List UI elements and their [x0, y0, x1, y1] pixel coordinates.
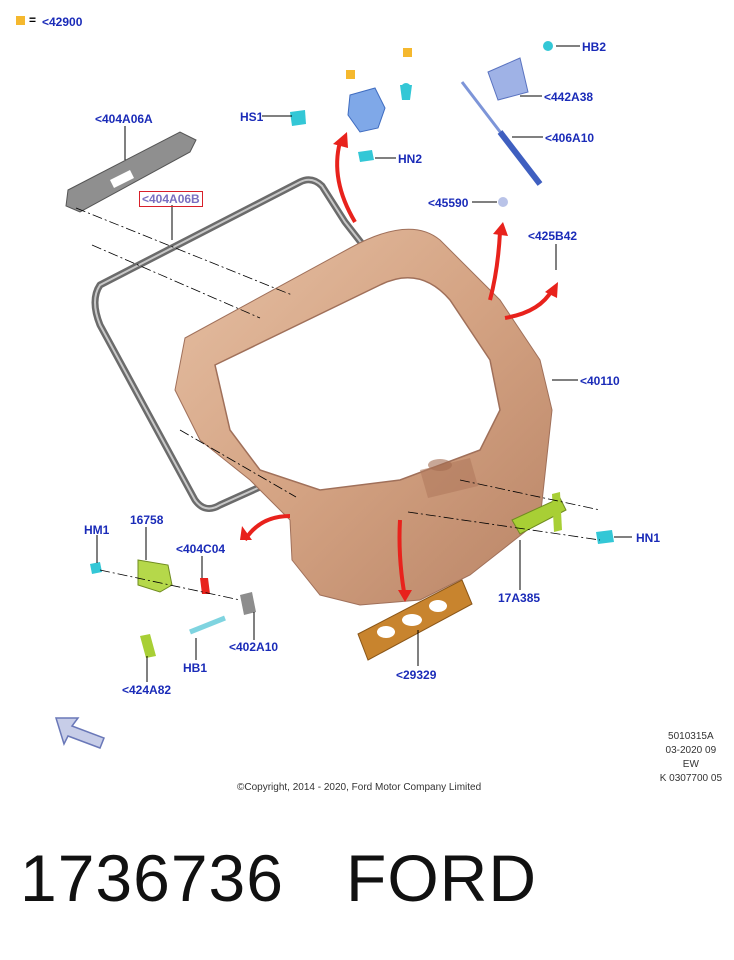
upper-trim-panel	[65, 131, 197, 213]
direction-arrows	[243, 141, 554, 593]
meta-line-2: 03-2020 09	[665, 745, 717, 756]
latch-assembly	[90, 559, 256, 658]
callout-HB1[interactable]: HB1	[183, 661, 208, 675]
brand-name: FORD	[346, 841, 537, 915]
callout-45590[interactable]: <45590	[428, 196, 469, 210]
callout-29329[interactable]: <29329	[396, 668, 437, 682]
callout-402A10[interactable]: <402A10	[229, 640, 279, 654]
meta-line-4: K 0307700 05	[659, 773, 722, 784]
legend-part-label: <42900	[42, 15, 83, 29]
arrow-heads	[240, 132, 558, 602]
callout-HS1[interactable]: HS1	[240, 110, 264, 124]
weatherstrip-seal	[91, 176, 422, 513]
callout-HN1[interactable]: HN1	[636, 531, 661, 545]
legend-swatch	[16, 16, 25, 25]
liftgate-panel	[174, 228, 553, 606]
navigation-arrow-icon	[54, 717, 105, 749]
meta-line-3: EW	[682, 759, 699, 770]
callout-442A38[interactable]: <442A38	[544, 90, 594, 104]
right-bracket	[511, 492, 614, 544]
leader-lines	[96, 45, 632, 682]
callout-424A82[interactable]: <424A82	[122, 683, 172, 697]
copyright-text: ©Copyright, 2014 - 2020, Ford Motor Comp…	[237, 782, 482, 793]
legend-equals: =	[29, 13, 37, 27]
part-number: 1736736	[20, 841, 284, 915]
callout-40110[interactable]: <40110	[580, 374, 620, 388]
callout-HB2[interactable]: HB2	[582, 40, 607, 54]
meta-line-1: 5010315A	[668, 731, 714, 742]
callout-404A06A[interactable]: <404A06A	[95, 112, 153, 126]
diagram-meta: 5010315A 03-2020 09 EW K 0307700 05	[660, 730, 722, 786]
callout-17A385[interactable]: 17A385	[498, 591, 541, 605]
callout-HN2[interactable]: HN2	[398, 152, 423, 166]
gas-strut	[460, 41, 553, 207]
callout-404C04[interactable]: <404C04	[176, 542, 226, 556]
callout-406A10[interactable]: <406A10	[545, 131, 595, 145]
dash-guides	[75, 207, 601, 601]
hinge-assembly	[290, 48, 412, 162]
callout-16758[interactable]: 16758	[130, 513, 164, 527]
callout-425B42[interactable]: <425B42	[528, 229, 578, 243]
callout-HM1[interactable]: HM1	[84, 523, 110, 537]
callout-404A06B[interactable]: <404A06B	[139, 191, 203, 207]
applique-panel	[357, 579, 473, 661]
